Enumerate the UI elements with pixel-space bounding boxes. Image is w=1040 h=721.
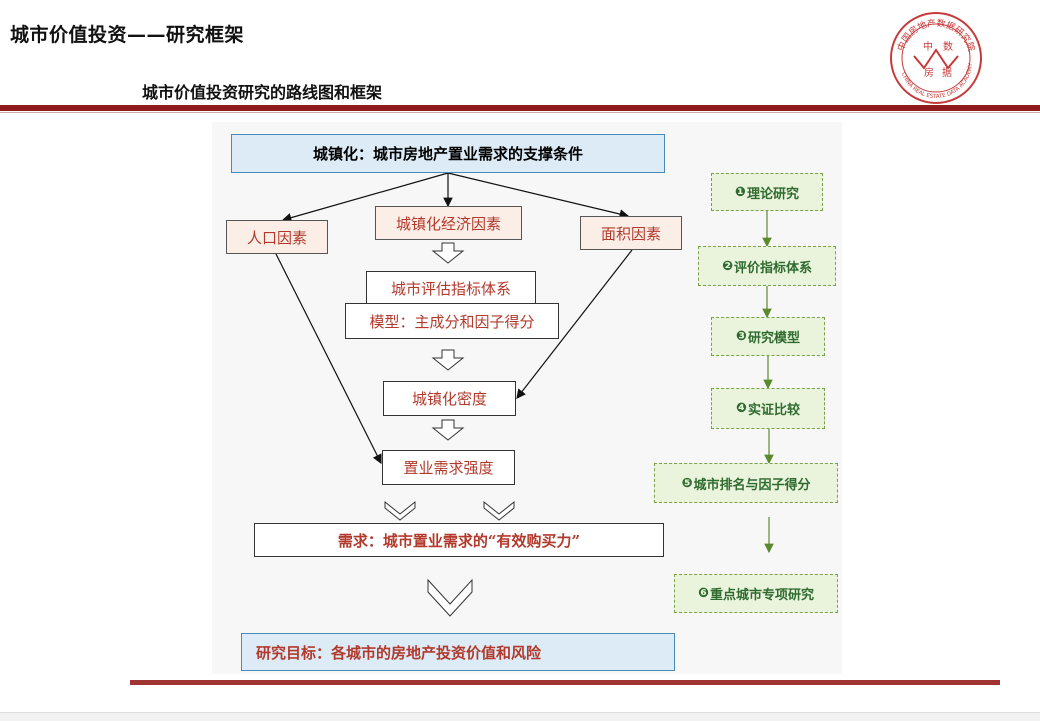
economy-factor-box: 城镇化经济因素 bbox=[375, 206, 522, 240]
step-connectors bbox=[762, 211, 774, 554]
step-number-5: ❺ bbox=[681, 475, 693, 491]
seal-icon: 中国房地产数据研究院 CHINA REAL ESTATE DATA ACADEM… bbox=[890, 12, 982, 104]
area-factor-box: 面积因素 bbox=[580, 216, 682, 250]
header-divider bbox=[0, 105, 1040, 111]
logo-char-br: 据 bbox=[942, 66, 952, 79]
chevron-big bbox=[427, 578, 473, 617]
arrow-to-area bbox=[447, 172, 630, 219]
step-number-2: ❷ bbox=[721, 258, 733, 274]
demand-box: 需求：城市置业需求的“有效购买力” bbox=[254, 523, 664, 557]
step-number-1: ❶ bbox=[734, 184, 746, 200]
index-system-box: 城市评估指标体系 bbox=[366, 271, 536, 305]
block-arrow-2 bbox=[431, 349, 465, 371]
intensity-box: 置业需求强度 bbox=[382, 450, 515, 485]
research-goal-box: 研究目标：各城市的房地产投资价值和风险 bbox=[241, 633, 675, 671]
step-label: 理论研究 bbox=[747, 186, 800, 202]
step-number-6: ❻ bbox=[697, 586, 709, 601]
urbanization-box: 城镇化：城市房地产置业需求的支撑条件 bbox=[231, 134, 665, 173]
step-label: 研究模型 bbox=[748, 331, 801, 346]
block-arrows bbox=[431, 242, 465, 441]
chevron-left bbox=[384, 500, 416, 521]
footer-divider bbox=[130, 680, 1000, 685]
step-number-3: ❸ bbox=[735, 329, 747, 344]
academy-logo: 中国房地产数据研究院 CHINA REAL ESTATE DATA ACADEM… bbox=[888, 10, 984, 106]
step-label: 评价指标体系 bbox=[734, 260, 813, 276]
step-label: 重点城市专项研究 bbox=[710, 588, 815, 603]
slide-bottom-edge bbox=[0, 712, 1040, 721]
population-factor-box: 人口因素 bbox=[226, 220, 328, 254]
chevron-right bbox=[483, 500, 515, 521]
step-number-4: ❹ bbox=[735, 401, 747, 416]
block-arrow-3 bbox=[431, 419, 465, 441]
arrow-to-population bbox=[281, 172, 449, 223]
header-divider-thin bbox=[0, 112, 1040, 113]
chevrons bbox=[384, 500, 515, 617]
arrow-population-to-intensity bbox=[275, 253, 382, 465]
page-subtitle: 城市价值投资研究的路线图和框架 bbox=[142, 83, 383, 102]
logo-char-tl: 中 bbox=[923, 40, 933, 53]
block-arrow-1 bbox=[431, 242, 465, 264]
density-box: 城镇化密度 bbox=[383, 381, 516, 416]
logo-char-bl: 房 bbox=[924, 66, 934, 79]
page-title: 城市价值投资——研究框架 bbox=[10, 24, 245, 46]
logo-char-tr: 数 bbox=[943, 40, 953, 53]
step-label: 实证比较 bbox=[748, 403, 801, 418]
step-label: 城市排名与因子得分 bbox=[693, 477, 811, 493]
model-box: 模型：主成分和因子得分 bbox=[345, 303, 559, 339]
arrow-area-to-density bbox=[516, 249, 633, 399]
